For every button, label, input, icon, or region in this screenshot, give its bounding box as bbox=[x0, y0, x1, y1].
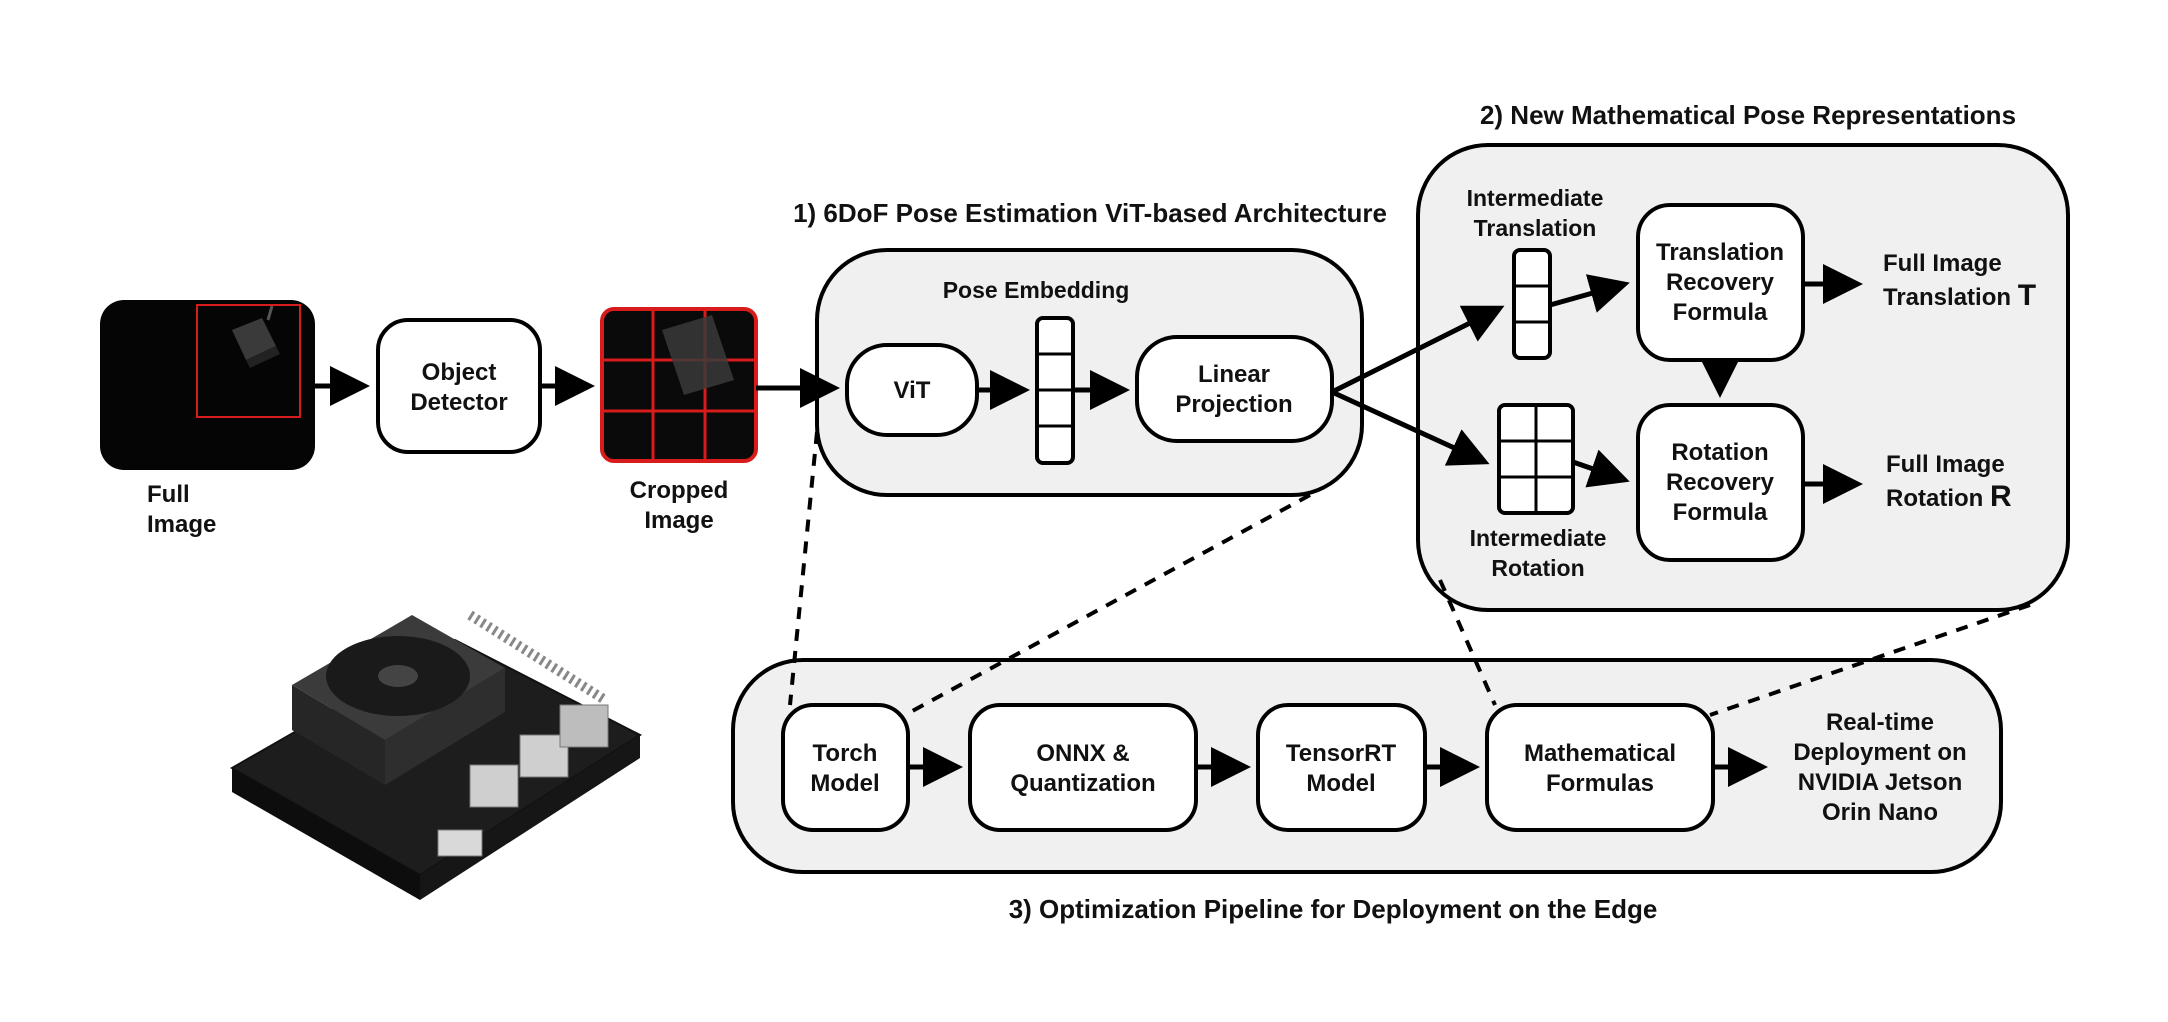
math-formulas-label-line2: Formulas bbox=[1546, 770, 1654, 797]
full-rotation-label-line2: Rotation R bbox=[1886, 480, 2012, 513]
object-detector-box bbox=[376, 318, 542, 454]
rotation-recovery-label-line1: Rotation bbox=[1671, 439, 1768, 466]
section-3-title: 3) Optimization Pipeline for Deployment … bbox=[1009, 894, 1658, 924]
object-detector-label-line2: Detector bbox=[410, 389, 507, 416]
math-formulas-label-line1: Mathematical bbox=[1524, 740, 1676, 767]
rotation-recovery-label-line3: Formula bbox=[1673, 499, 1768, 526]
deployment-label-line3: NVIDIA Jetson bbox=[1798, 769, 1962, 796]
dashed-connectors bbox=[788, 431, 2031, 717]
tensorrt-model-box bbox=[1256, 703, 1427, 832]
intermediate-translation-label-line2: Translation bbox=[1474, 215, 1597, 241]
intermediate-rotation-label-line2: Rotation bbox=[1491, 555, 1584, 581]
section-2-title: 2) New Mathematical Pose Representations bbox=[1480, 100, 2016, 130]
translation-recovery-label-line3: Formula bbox=[1673, 299, 1768, 326]
rotation-recovery-label-line2: Recovery bbox=[1666, 469, 1775, 496]
intermediate-rotation-matrix bbox=[1497, 403, 1575, 515]
linear-projection-box bbox=[1135, 335, 1334, 443]
pin-header bbox=[467, 610, 608, 705]
mathematical-formulas-box bbox=[1485, 703, 1715, 832]
cropped-image-grid bbox=[600, 307, 758, 463]
full-image-thumbnail bbox=[100, 300, 315, 470]
cropped-image-label-line2: Image bbox=[644, 507, 713, 534]
linear-projection-label-line2: Projection bbox=[1175, 391, 1292, 418]
intermediate-translation-label-line1: Intermediate bbox=[1467, 185, 1604, 211]
onnx-quantization-box bbox=[968, 703, 1198, 832]
object-detector-label-line1: Object bbox=[422, 359, 497, 386]
jetson-board-illustration bbox=[229, 610, 643, 900]
pose-representation-panel bbox=[1416, 143, 2070, 612]
translation-recovery-label-line1: Translation bbox=[1656, 239, 1784, 266]
cropped-image-label-line1: Cropped bbox=[630, 477, 729, 504]
full-image-label-line1: Full bbox=[147, 481, 190, 508]
deployment-label-line2: Deployment on bbox=[1793, 739, 1966, 766]
translation-recovery-label-line2: Recovery bbox=[1666, 269, 1775, 296]
full-rotation-label-line1: Full Image bbox=[1886, 451, 2005, 478]
tensorrt-label-line2: Model bbox=[1306, 770, 1375, 797]
full-translation-label-line2: Translation T bbox=[1883, 279, 2036, 312]
vit-label: ViT bbox=[894, 377, 931, 404]
torch-model-label-line2: Model bbox=[810, 770, 879, 797]
arrow-translation-to-recovery bbox=[1549, 274, 1630, 313]
flow-arrows bbox=[315, 264, 1863, 787]
onnx-label-line1: ONNX & bbox=[1036, 740, 1129, 767]
heatsink-icon bbox=[292, 615, 505, 785]
deployment-label-line1: Real-time bbox=[1826, 709, 1934, 736]
arrow-rotation-to-recovery bbox=[1572, 449, 1630, 488]
arrow-projection-to-translation bbox=[1330, 305, 1505, 395]
onnx-label-line2: Quantization bbox=[1010, 770, 1155, 797]
intermediate-translation-vector bbox=[1512, 248, 1552, 360]
tensorrt-label-line1: TensorRT bbox=[1286, 740, 1397, 767]
pose-embedding-label: Pose Embedding bbox=[943, 277, 1130, 303]
full-image-label-line2: Image bbox=[147, 511, 216, 538]
full-translation-label-line1: Full Image bbox=[1883, 250, 2002, 277]
linear-projection-label-line1: Linear bbox=[1198, 361, 1270, 388]
deployment-label-line4: Orin Nano bbox=[1822, 799, 1938, 826]
section-1-title: 1) 6DoF Pose Estimation ViT-based Archit… bbox=[793, 198, 1387, 228]
arrow-projection-to-rotation bbox=[1330, 389, 1490, 466]
torch-model-label-line1: Torch bbox=[813, 740, 878, 767]
object-icon bbox=[232, 305, 280, 368]
torch-model-box bbox=[781, 703, 910, 832]
usb-ports-icon bbox=[437, 704, 609, 857]
pose-embedding-vector bbox=[1035, 316, 1075, 465]
intermediate-rotation-label-line1: Intermediate bbox=[1470, 525, 1607, 551]
